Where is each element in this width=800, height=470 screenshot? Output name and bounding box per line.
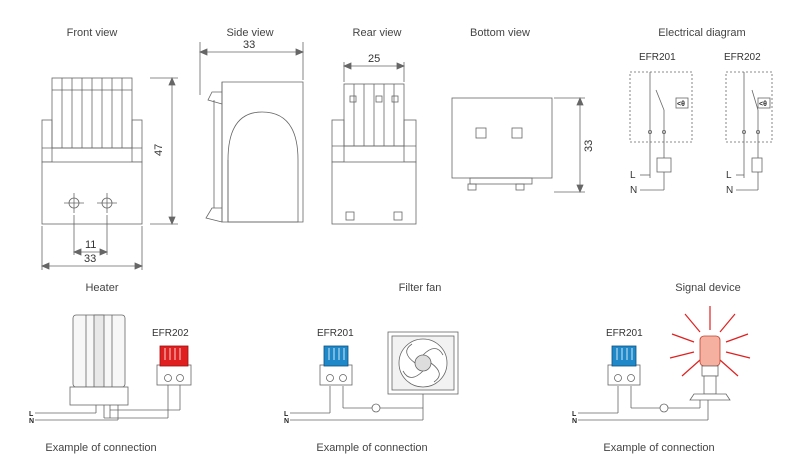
front-hole-spacing-dim: 11 (85, 239, 96, 251)
heater-caption: Example of connection (45, 442, 157, 454)
bottom-height-dim: 33 (583, 140, 595, 152)
electrical-diagram-efr202 (725, 71, 773, 191)
filter-fan-title: Filter fan (398, 282, 442, 294)
rear-width-dim: 25 (368, 53, 380, 65)
fan-N: N (284, 418, 289, 425)
signal-caption: Example of connection (603, 442, 715, 454)
signal-model-label: EFR201 (606, 328, 643, 339)
heater-N: N (29, 418, 34, 425)
signal-device-title: Signal device (675, 282, 741, 294)
signal-L: L (572, 411, 577, 418)
efr202-switch-symbol: <θ (759, 101, 767, 108)
side-view-title: Side view (226, 27, 274, 39)
front-height-dim: 47 (153, 144, 165, 156)
efr202-neutral-label: N (726, 185, 733, 196)
efr201-label: EFR201 (639, 52, 676, 63)
bottom-view-title: Bottom view (470, 27, 530, 39)
efr202-label: EFR202 (724, 52, 761, 63)
efr201-line-label: L (630, 170, 636, 181)
bottom-view-drawing (451, 96, 585, 194)
rear-view-title: Rear view (352, 27, 402, 39)
electrical-diagram-efr201 (629, 71, 693, 191)
front-width-dim: 33 (84, 253, 96, 265)
heater-L: L (29, 411, 34, 418)
front-view-title: Front view (66, 27, 118, 39)
heater-title: Heater (85, 282, 119, 294)
fan-example (290, 331, 459, 421)
front-view-drawing (40, 76, 178, 270)
side-view-drawing (198, 42, 305, 223)
rear-view-drawing (331, 62, 417, 225)
side-width-dim: 33 (243, 39, 255, 51)
electrical-diagram-title: Electrical diagram (658, 27, 746, 39)
fan-model-label: EFR201 (317, 328, 354, 339)
fan-caption: Example of connection (316, 442, 428, 454)
efr201-neutral-label: N (630, 185, 637, 196)
heater-model-label: EFR202 (152, 328, 189, 339)
efr202-line-label: L (726, 170, 732, 181)
efr201-switch-symbol: <θ (677, 101, 685, 108)
signal-example (578, 306, 751, 421)
heater-example (35, 314, 192, 421)
fan-L: L (284, 411, 289, 418)
signal-N: N (572, 418, 577, 425)
